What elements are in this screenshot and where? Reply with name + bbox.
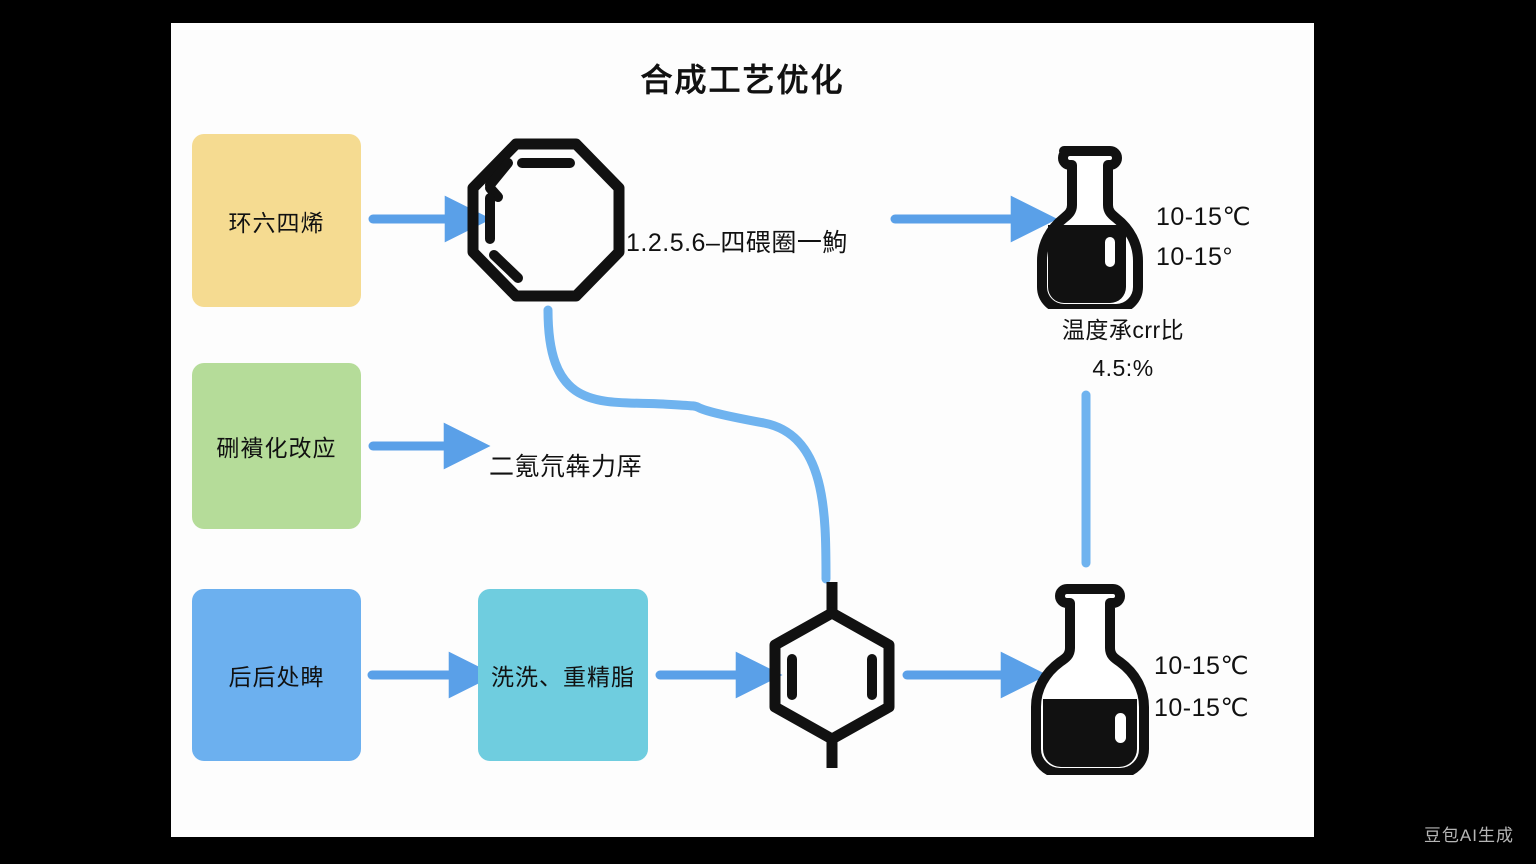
yield-caption-line: 4.5:%	[1092, 355, 1154, 381]
box-purification-label: 洗洗、重精脂	[491, 664, 635, 690]
top-right-conditions: 10-15℃ 10-15°	[1156, 197, 1251, 277]
solvent-name-label: 二氪氘犇力厗	[489, 453, 643, 481]
watermark-label: 豆包AI生成	[1423, 826, 1514, 845]
round-bottom-flask-icon	[1031, 584, 1149, 775]
box-post-process[interactable]: 后后处睥	[192, 589, 361, 761]
hexagon-ring-molecule-icon	[769, 582, 895, 768]
condition-line: 10-15℃	[1156, 203, 1252, 231]
box-reaction-label: 硎䙡化改应	[216, 435, 337, 461]
bottom-right-conditions: 10-15℃ 10-15℃	[1154, 645, 1249, 729]
box-raw-material-label: 环六四烯	[228, 209, 325, 236]
condition-line: 10-15°	[1156, 243, 1233, 271]
diagram-canvas: 合成工艺优化	[171, 23, 1314, 837]
erlenmeyer-flask-icon	[1037, 146, 1143, 309]
condition-line: 10-15℃	[1154, 694, 1250, 722]
curve-top-molecule-to-bottom-molecule	[543, 305, 831, 584]
box-purification[interactable]: 洗洗、重精脂	[478, 589, 648, 761]
box-raw-material[interactable]: 环六四烯	[192, 134, 361, 307]
box-reaction[interactable]: 硎䙡化改应	[192, 363, 361, 529]
octagon-ring-molecule-icon	[467, 138, 625, 302]
box-post-process-label: 后后处睥	[228, 664, 325, 690]
page-title: 合成工艺优化	[640, 62, 845, 98]
product-name-label: 1.2.5.6–四碨圈一鮈	[626, 229, 848, 257]
condition-line: 10-15℃	[1154, 652, 1250, 680]
yield-caption-line: 温度承crr比	[1061, 317, 1185, 343]
yield-caption: 温度承crr比 4.5:%	[1033, 311, 1213, 387]
